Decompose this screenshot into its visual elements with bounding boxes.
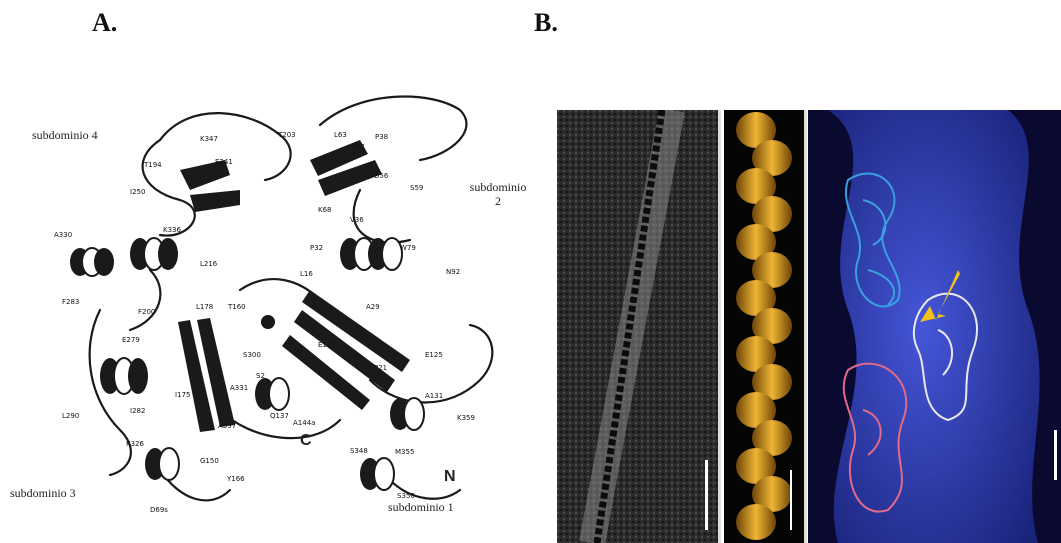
panel-b-label: B.	[534, 8, 558, 38]
ribbon-loop	[143, 140, 195, 236]
residue-label: F200	[138, 308, 155, 316]
subdomain-4-label: subdominio 4	[32, 128, 98, 142]
residue-label: S2	[256, 372, 265, 380]
helix	[255, 378, 289, 410]
residue-label: L216	[200, 260, 217, 268]
residue-label: G150	[200, 457, 219, 465]
residue-label: Q137	[270, 412, 289, 420]
atomic-model-fit-image	[808, 110, 1061, 543]
helix	[145, 448, 179, 480]
scale-bar	[705, 460, 708, 530]
residue-label: T203	[278, 131, 296, 139]
subdomain-1-label: subdominio 1	[388, 500, 454, 514]
residue-label: L16	[300, 270, 313, 278]
residue-label: A29	[366, 303, 380, 311]
residue-label: I175	[175, 391, 190, 399]
residue-label: V36	[350, 216, 364, 224]
helix	[340, 238, 402, 270]
residue-label: K347	[200, 135, 218, 143]
helix	[360, 458, 394, 490]
nucleotide-cation	[261, 315, 275, 329]
panel-divider	[804, 110, 807, 543]
residue-label: S348	[350, 447, 368, 455]
residue-label: A330	[54, 231, 72, 239]
residue-label: E241	[215, 158, 233, 166]
actin-ribbon-diagram	[40, 80, 510, 540]
residue-label: Y166	[227, 475, 245, 483]
residue-label: A131	[425, 392, 443, 400]
helix	[70, 248, 114, 276]
helical-reconstruction-image	[724, 110, 804, 543]
residue-label: L290	[62, 412, 79, 420]
residue-label: D56	[374, 172, 388, 180]
residue-label: T194	[144, 161, 162, 169]
residue-label: W79	[400, 244, 416, 252]
ribbon-loop	[130, 270, 160, 330]
residue-label: K61	[352, 143, 366, 151]
residue-label: I250	[130, 188, 145, 196]
n-terminus-label: N	[444, 468, 456, 486]
helix	[130, 238, 178, 270]
residue-label: S300	[243, 351, 261, 359]
residue-label: L63	[334, 131, 347, 139]
panel-divider	[718, 110, 721, 543]
scale-bar	[1054, 430, 1057, 480]
subdomain-3-label: subdominio 3	[10, 486, 76, 500]
residue-label: E197	[318, 341, 336, 349]
subdomain-2-label-line2: 2	[463, 194, 533, 208]
residue-label: F283	[62, 298, 79, 306]
residue-label: I282	[130, 407, 145, 415]
scale-bar	[790, 470, 792, 530]
ribbon-loop	[370, 325, 492, 403]
residue-label: N92	[446, 268, 460, 276]
residue-label: T160	[228, 303, 246, 311]
residue-label: E125	[425, 351, 443, 359]
residue-label: S59	[410, 184, 423, 192]
residue-label: A331	[230, 384, 248, 392]
c-terminus-label: C	[300, 432, 312, 450]
residue-label: P21	[374, 364, 387, 372]
residue-label: K68	[318, 206, 332, 214]
subdomain-2-label-line1: subdominio	[463, 180, 533, 194]
residue-label: M355	[395, 448, 414, 456]
residue-label: E279	[122, 336, 140, 344]
subdomain-2-label: subdominio 2	[463, 180, 533, 208]
residue-label: A357	[218, 422, 236, 430]
residue-label: P32	[310, 244, 323, 252]
residue-label: P38	[375, 133, 388, 141]
em-micrograph-image	[557, 110, 718, 543]
residue-label: L178	[196, 303, 213, 311]
residue-label: D69s	[150, 506, 168, 514]
panel-a-label: A.	[92, 8, 117, 38]
beta-sheet	[190, 190, 240, 212]
helix	[100, 358, 148, 394]
helix	[390, 398, 424, 430]
residue-label: K359	[457, 414, 475, 422]
residue-label: K336	[163, 226, 181, 234]
residue-label: S350	[397, 492, 415, 500]
residue-label: A144a	[293, 419, 315, 427]
residue-label: K326	[126, 440, 144, 448]
